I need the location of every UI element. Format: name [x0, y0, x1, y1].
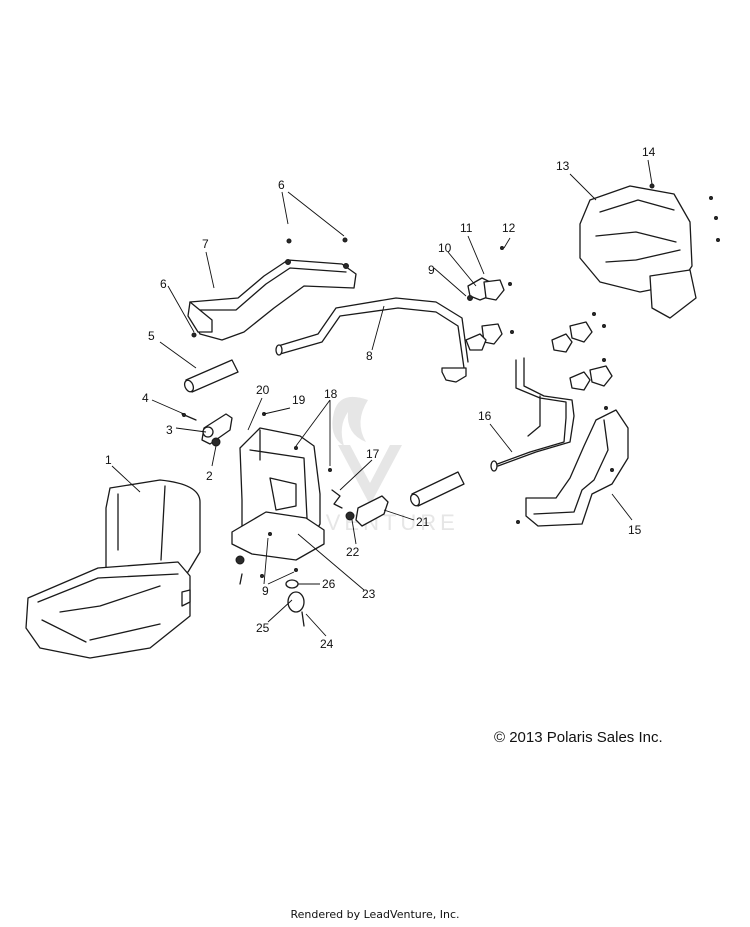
part-latch-21	[331, 489, 389, 527]
callout-5: 5	[148, 329, 155, 343]
callout-4: 4	[142, 391, 149, 405]
callout-22: 22	[346, 545, 360, 559]
part-washer-22	[345, 511, 355, 521]
callout-26: 26	[322, 577, 336, 591]
part-seat-base-23	[231, 412, 332, 578]
part-bushing-25	[239, 573, 305, 627]
callout-25: 25	[256, 621, 270, 635]
callout-11: 11	[460, 221, 473, 235]
callout-20: 20	[256, 383, 270, 397]
callout-14: 14	[642, 145, 656, 159]
callout-9: 9	[428, 263, 435, 277]
part-brackets-upper	[465, 246, 514, 351]
part-screw-24	[301, 611, 305, 627]
callout-24: 24	[320, 637, 334, 651]
callout-18: 18	[324, 387, 338, 401]
callout-12: 12	[502, 221, 516, 235]
watermark-v-icon	[338, 445, 402, 505]
callout-6: 6	[160, 277, 167, 291]
watermark-flame-icon	[332, 396, 368, 446]
callout-2: 2	[206, 469, 213, 483]
callout-19: 19	[292, 393, 306, 407]
part-washer	[211, 437, 221, 447]
callout-13: 13	[556, 159, 570, 173]
callout-16: 16	[478, 409, 492, 423]
part-brackets-right	[551, 312, 613, 391]
callout-17: 17	[366, 447, 380, 461]
callout-8: 8	[366, 349, 373, 363]
callout-1: 1	[105, 453, 112, 467]
part-bar-8	[275, 297, 469, 383]
leader-lines	[111, 159, 653, 637]
callout-6-top: 6	[278, 178, 285, 192]
part-screw-6	[191, 332, 197, 338]
callouts: 1 2 3 4 5 6 6 7 8 9 9 10 11 12 13 14 15 …	[105, 145, 656, 651]
callout-10: 10	[438, 241, 452, 255]
part-nut-9	[467, 295, 473, 301]
callout-9-lower: 9	[262, 584, 269, 598]
part-bar-16	[490, 357, 575, 472]
callout-23: 23	[362, 587, 376, 601]
part-rail-7	[187, 237, 357, 341]
part-nut-26	[285, 579, 299, 589]
callout-15: 15	[628, 523, 642, 537]
part-spring-17	[331, 489, 343, 509]
part-fender-13	[579, 183, 720, 319]
callout-21: 21	[416, 515, 430, 529]
callout-3: 3	[166, 423, 173, 437]
part-rail-15	[516, 406, 629, 527]
part-tube-5	[183, 359, 239, 393]
part-tube-middle	[409, 471, 465, 507]
callout-7: 7	[202, 237, 209, 251]
footer-credit: Rendered by LeadVenture, Inc.	[290, 908, 460, 921]
copyright-notice: © 2013 Polaris Sales Inc.	[494, 729, 663, 746]
part-screw-14	[649, 183, 655, 189]
part-seat	[25, 479, 201, 659]
part-latch	[181, 413, 233, 447]
